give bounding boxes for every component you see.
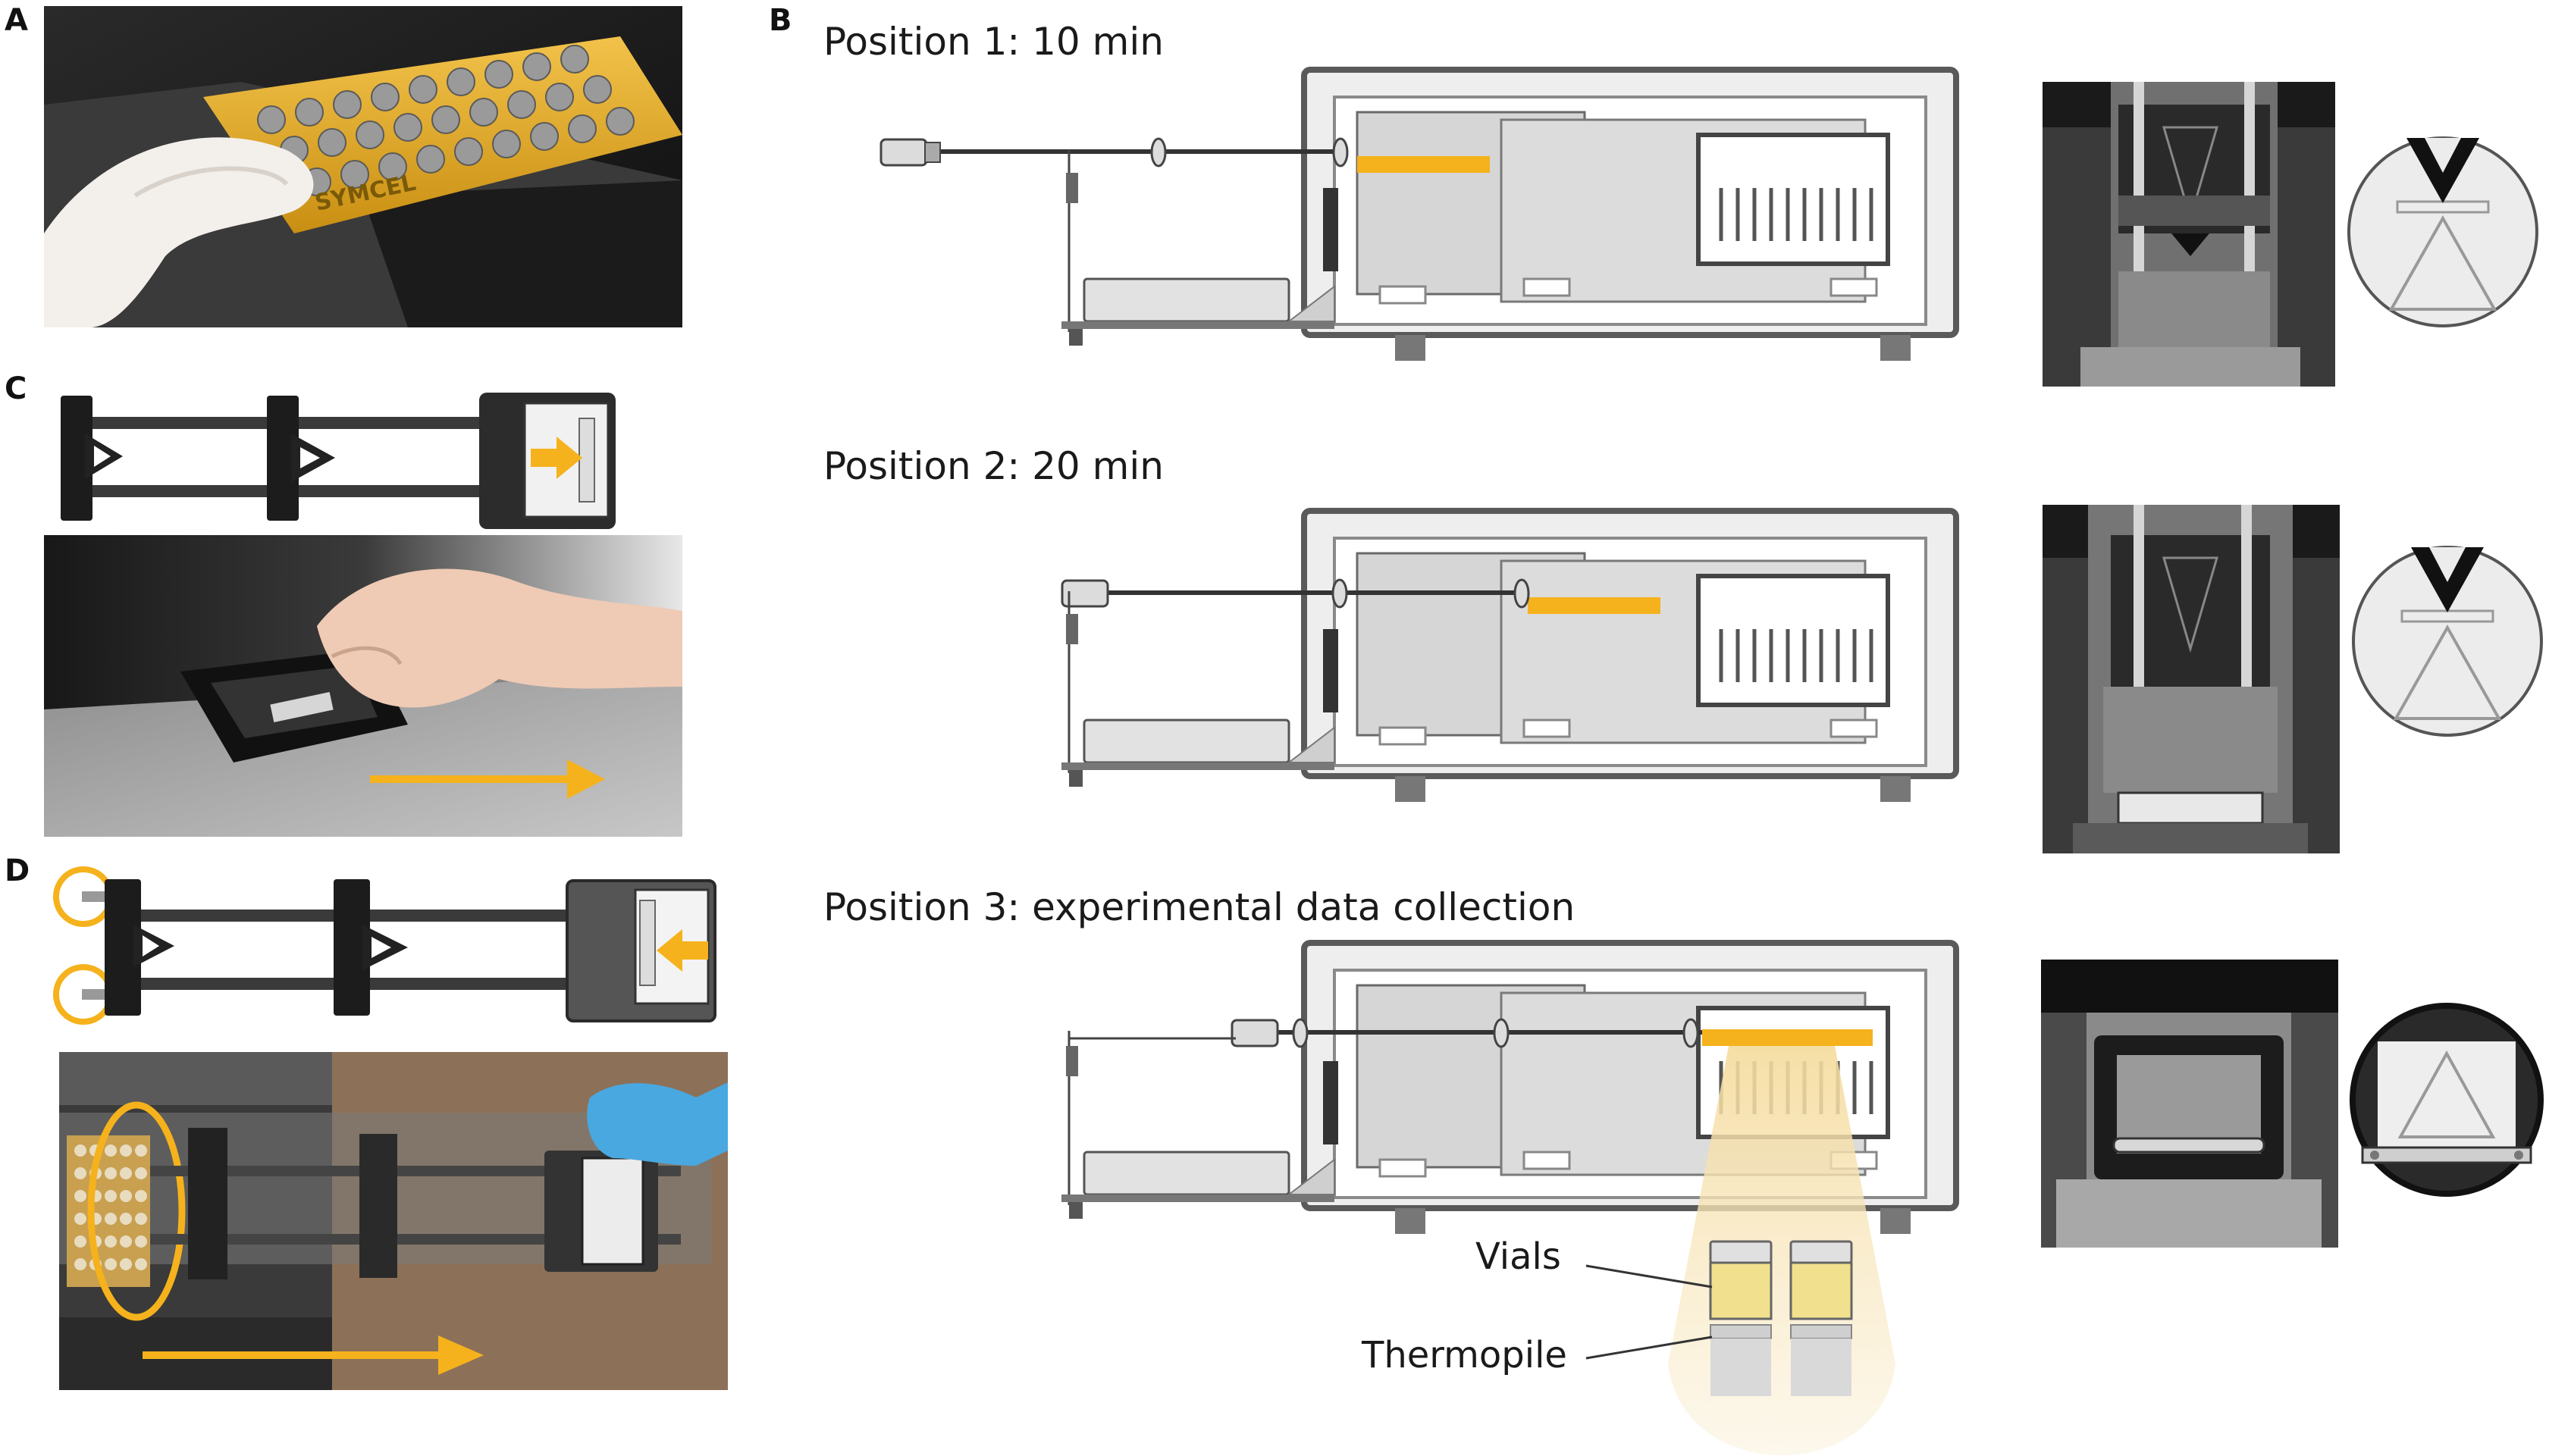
orange-tray-position-3: [1702, 1029, 1873, 1046]
label-leader-lines: [1585, 1258, 1721, 1364]
panel-d-letter: D: [5, 853, 30, 888]
pull-direction-arrow-icon: [438, 1335, 484, 1375]
vial-highlight-ellipse: [87, 1101, 186, 1321]
position-2-caption: Position 2: 20 min: [823, 444, 1164, 488]
panel-c-letter: C: [5, 371, 27, 406]
blue-gloved-hand: [587, 1082, 728, 1166]
push-arrow-icon: [531, 437, 582, 479]
thermopile-label: Thermopile: [1362, 1334, 1567, 1376]
panel-c-photo: [44, 535, 682, 837]
hand: [317, 568, 682, 708]
slide-arrow-icon: [567, 759, 605, 799]
orange-tray-position-1: [1357, 156, 1490, 173]
gloved-hand: [44, 137, 314, 327]
panel-d-photo: [59, 1052, 728, 1390]
position-3-caption: Position 3: experimental data collection: [823, 885, 1575, 929]
vial-right: [1789, 1240, 1853, 1320]
panel-d-tool-diagram: [44, 864, 726, 1031]
position-1-instrument-diagram: [879, 67, 1964, 370]
panel-a-photo: SYMCEL: [44, 6, 682, 327]
thermopile-right: [1790, 1324, 1852, 1339]
position-3-indicator-icon: [2347, 1000, 2546, 1199]
position-1-caption: Position 1: 10 min: [823, 20, 1164, 64]
panel-b-letter: B: [769, 3, 792, 38]
pull-arrow-icon: [657, 929, 708, 972]
panel-c-tool-diagram: [55, 388, 631, 532]
position-2-instrument-diagram: [1058, 508, 1967, 811]
position-2-indicator-icon: [2350, 544, 2544, 738]
vials-and-thermopile: [1706, 1240, 1858, 1399]
vials-label: Vials: [1475, 1235, 1561, 1278]
position-2-photo: [2043, 505, 2340, 853]
position-1-indicator-icon: [2346, 135, 2540, 329]
panel-a-letter: A: [5, 3, 28, 38]
orange-tray-position-2: [1528, 597, 1660, 614]
position-1-photo: [2043, 82, 2335, 387]
vial-left: [1709, 1240, 1773, 1320]
position-3-photo: [2041, 960, 2338, 1248]
